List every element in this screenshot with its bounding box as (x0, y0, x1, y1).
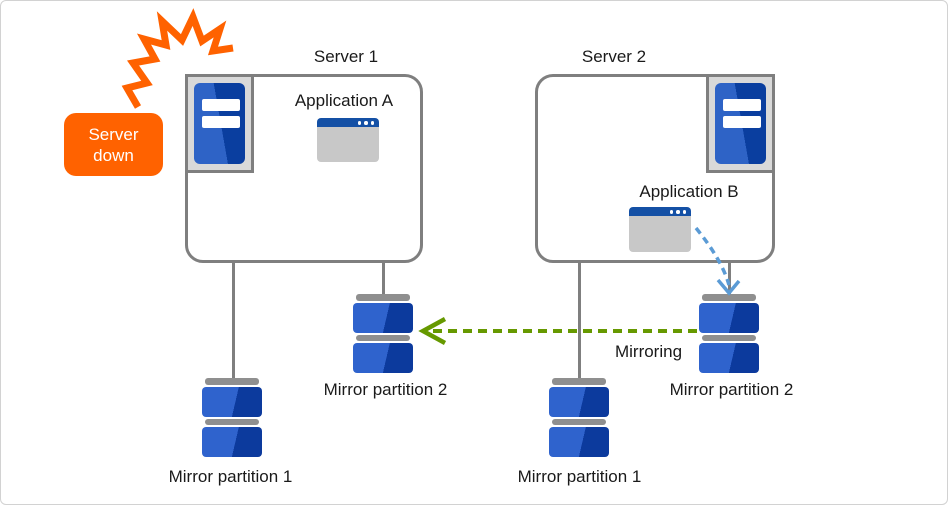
tower-slot (723, 99, 761, 111)
server-tower-icon (194, 83, 245, 164)
app-window-icon (317, 118, 379, 162)
app-window-titlebar (629, 207, 691, 216)
connector-server2-partition2 (728, 263, 731, 296)
disk-bar (702, 335, 756, 341)
app-window-titlebar (317, 118, 379, 127)
disk-icon (353, 294, 413, 373)
connector-server1-partition2 (382, 263, 385, 296)
server-down-line2: down (93, 145, 134, 165)
disk-bar (205, 419, 259, 425)
server-down-badge: Server down (64, 113, 163, 176)
tower-slot (723, 116, 761, 128)
server-tower-icon (715, 83, 766, 164)
app-window-body (629, 216, 691, 252)
window-dots-icon (357, 121, 374, 125)
disk-icon (549, 378, 609, 457)
server2-label: Server 2 (581, 47, 647, 66)
disk-cap (356, 294, 410, 301)
disk-bar (356, 335, 410, 341)
green-arrowhead-icon (418, 317, 447, 345)
connector-server2-partition1 (578, 263, 581, 379)
disk-icon (202, 378, 262, 457)
disk-platter (549, 387, 609, 417)
disk-platter (699, 343, 759, 373)
app-window-body (317, 127, 379, 162)
server1-label: Server 1 (313, 47, 379, 66)
mirroring-label: Mirroring (614, 342, 683, 361)
window-dots-icon (669, 210, 686, 214)
server1-mirror-partition1-label: Mirror partition 1 (168, 467, 293, 486)
tower-slot (202, 116, 240, 128)
disk-bar (552, 419, 606, 425)
disk-cap (552, 378, 606, 385)
server2-mirror-partition2-label: Mirror partition 2 (669, 380, 794, 399)
app-window-icon (629, 207, 691, 252)
server1-mirror-partition2-label: Mirror partition 2 (323, 380, 448, 399)
server-down-line1: Server (88, 124, 139, 144)
disk-icon (699, 294, 759, 373)
disk-platter (202, 387, 262, 417)
tower-slot (202, 99, 240, 111)
application-a-label: Application A (294, 91, 394, 110)
disk-platter (353, 303, 413, 333)
disk-cap (205, 378, 259, 385)
disk-platter (549, 427, 609, 457)
connector-server1-partition1 (232, 263, 235, 379)
disk-cap (702, 294, 756, 301)
application-b-label: Application B (639, 182, 739, 201)
disk-platter (353, 343, 413, 373)
disk-platter (699, 303, 759, 333)
disk-platter (202, 427, 262, 457)
server1-server-frame (185, 74, 254, 173)
server2-mirror-partition1-label: Mirror partition 1 (517, 467, 642, 486)
server2-server-frame (706, 74, 775, 173)
